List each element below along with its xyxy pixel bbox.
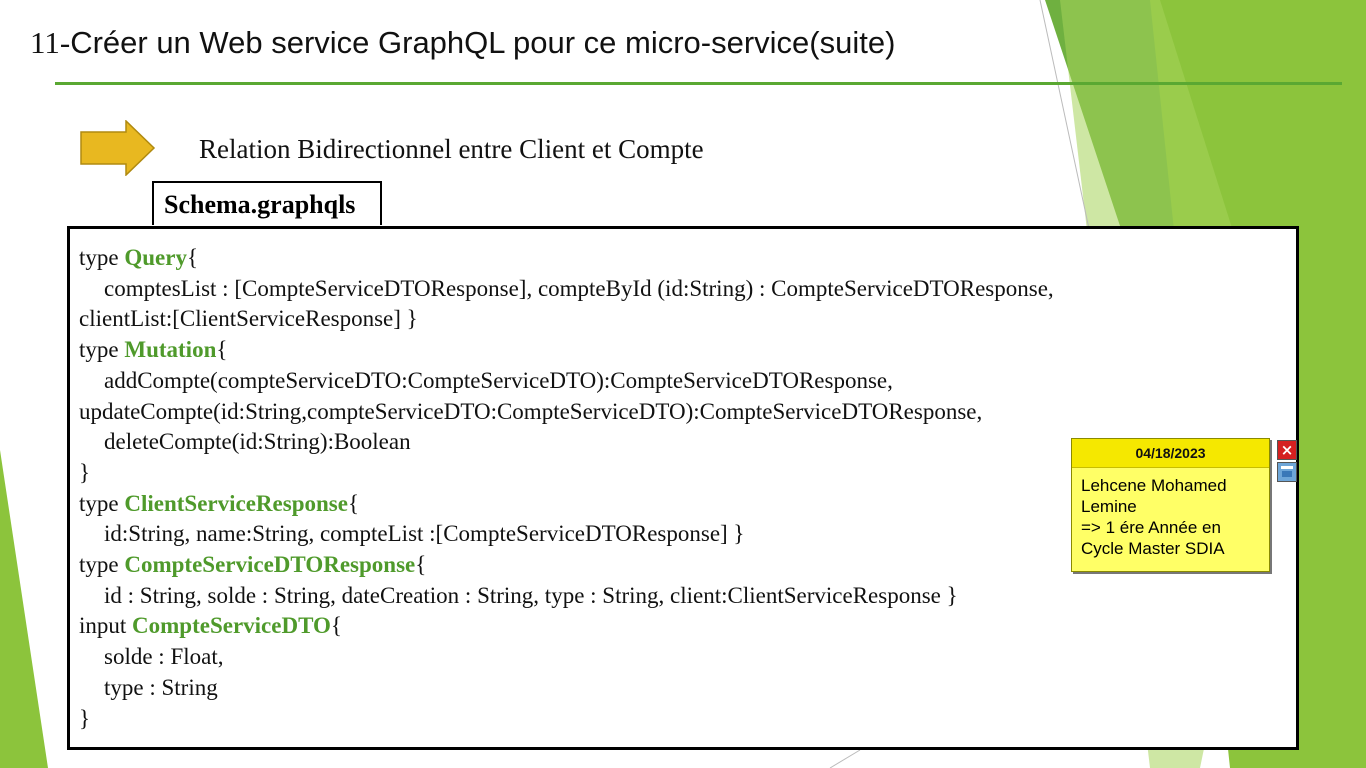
code-text: { <box>216 337 228 363</box>
code-line-4: type Mutation{ <box>79 335 1296 366</box>
type-name: CompteServiceDTO <box>132 613 331 639</box>
code-text: { <box>415 552 427 578</box>
code-line-6: updateCompte(id:String,compteServiceDTO:… <box>79 398 983 424</box>
left-green-wedge <box>0 450 48 768</box>
code-text: type <box>79 245 125 270</box>
title-underline <box>55 82 1342 85</box>
code-line-1: type Query{ <box>79 243 1296 274</box>
code-line-13: input CompteServiceDTO{ <box>79 611 1296 642</box>
minimize-glyph-icon <box>1281 466 1293 477</box>
code-line-10: id:String, name:String, compteList :[Com… <box>104 521 745 547</box>
minimize-icon[interactable] <box>1277 462 1297 482</box>
code-line-14: solde : Float, <box>104 644 224 670</box>
right-arrow-icon <box>80 120 156 176</box>
sticky-note-line: => 1 ére Année en <box>1081 518 1221 537</box>
type-name: CompteServiceDTOResponse <box>124 552 416 578</box>
code-text: type <box>79 337 125 363</box>
subtitle: Relation Bidirectionnel entre Client et … <box>199 134 704 164</box>
code-line-16: } <box>79 705 91 731</box>
code-text: { <box>186 245 199 270</box>
sticky-note[interactable]: 04/18/2023 Lehcene Mohamed Lemine => 1 é… <box>1071 438 1270 572</box>
schema-file-tab: Schema.graphqls <box>152 181 382 225</box>
slide-title-text: Créer un Web service GraphQL pour ce mic… <box>70 25 896 60</box>
code-line-7: deleteCompte(id:String):Boolean <box>104 429 411 455</box>
code-line-9: type ClientServiceResponse{ <box>79 489 1296 520</box>
code-text: { <box>347 490 359 516</box>
code-line-8: } <box>79 459 91 485</box>
slide-title: 11-Créer un Web service GraphQL pour ce … <box>30 25 895 61</box>
code-line-15: type : String <box>104 674 218 700</box>
code-line-11: type CompteServiceDTOResponse{ <box>79 550 1296 581</box>
diagonal-hairline-bottom <box>829 749 861 768</box>
sticky-note-line: Lehcene Mohamed <box>1081 476 1227 495</box>
code-line-12: id : String, solde : String, dateCreatio… <box>104 582 958 608</box>
type-name: ClientServiceResponse <box>124 490 348 516</box>
code-text: input <box>79 613 133 639</box>
close-icon[interactable]: × <box>1277 440 1297 460</box>
code-line-5: addCompte(compteServiceDTO:CompteService… <box>104 367 893 393</box>
code-text: type <box>79 552 125 578</box>
sticky-note-line: Cycle Master SDIA <box>1081 539 1225 558</box>
sticky-note-line: Lemine <box>1081 497 1137 516</box>
type-name: Query <box>124 245 187 270</box>
sticky-note-body: Lehcene Mohamed Lemine => 1 ére Année en… <box>1072 468 1269 559</box>
sticky-note-date: 04/18/2023 <box>1072 439 1269 468</box>
slide-title-number: 11- <box>30 25 71 60</box>
type-name: Mutation <box>124 337 217 363</box>
code-text: { <box>330 613 342 639</box>
code-line-2: comptesList : [CompteServiceDTOResponse]… <box>104 275 1054 301</box>
code-line-3: clientList:[ClientServiceResponse] } <box>79 306 418 332</box>
code-text: type <box>79 490 125 516</box>
